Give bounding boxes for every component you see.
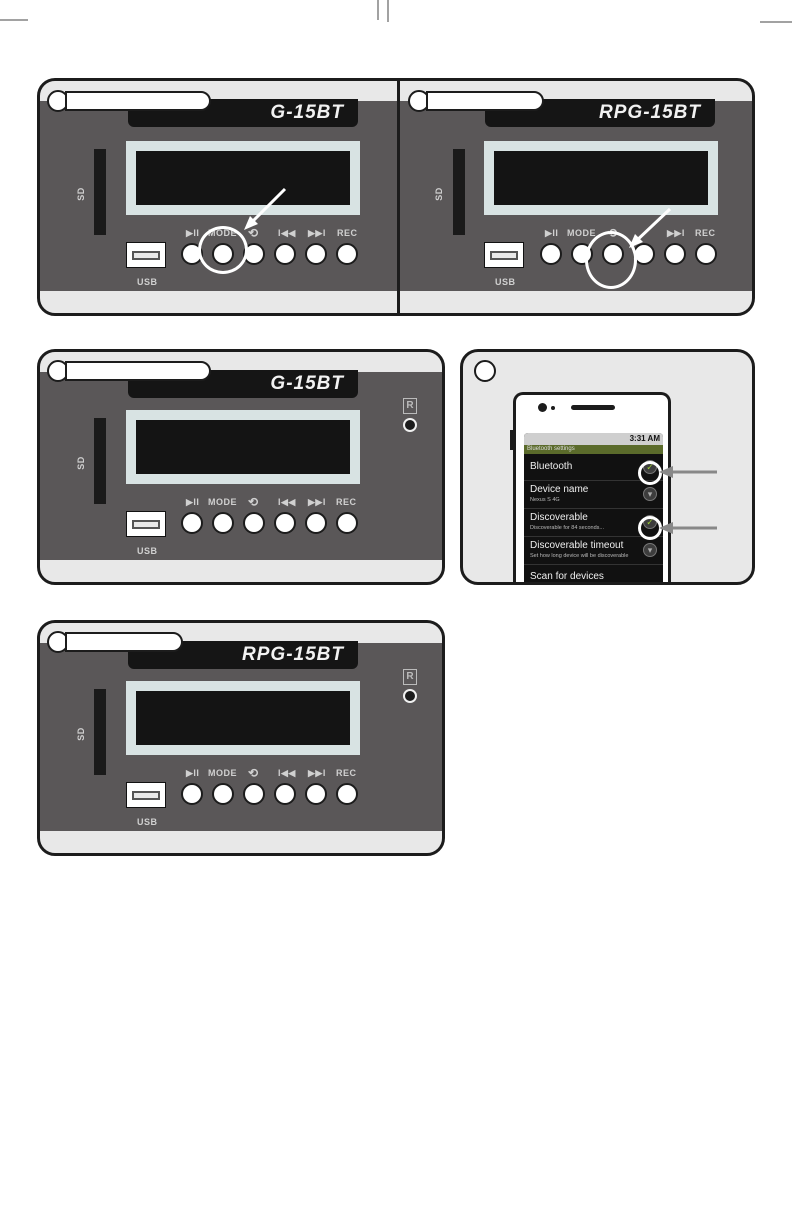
- brand-logo: RPG-15BT: [128, 641, 358, 669]
- sd-slot: [94, 689, 106, 775]
- step-badge-5: [47, 631, 183, 653]
- next-button[interactable]: [664, 243, 686, 265]
- brand-logo: RPG-15BT: [485, 99, 715, 127]
- lcd-display: [126, 681, 360, 755]
- label-play-pause: ▶II: [186, 497, 200, 507]
- label-play-pause: ▶II: [186, 768, 200, 778]
- next-button[interactable]: [305, 243, 327, 265]
- phone-side-button: [510, 430, 513, 450]
- chevron-down-icon[interactable]: ▾: [643, 487, 657, 501]
- label-prev: I◀◀: [278, 497, 296, 507]
- prev-button[interactable]: [274, 783, 296, 805]
- label-repeat: ⟲: [248, 495, 259, 509]
- smartphone: 3:31 AM Bluetooth settings Bluetooth ✓ D…: [513, 392, 671, 582]
- prev-button[interactable]: [274, 512, 296, 534]
- lcd-display: [484, 141, 718, 215]
- label-prev: I◀◀: [278, 228, 296, 238]
- setting-row-scan[interactable]: Scan for devices: [530, 571, 604, 582]
- ir-sensor-dot: [403, 418, 417, 432]
- step-badge-4: [474, 360, 496, 382]
- highlight-repeat-button: [585, 231, 637, 289]
- usb-port-icon: [126, 511, 166, 537]
- label-repeat: ⟲: [248, 766, 259, 780]
- trim-mark: [0, 0, 792, 23]
- mode-button[interactable]: [212, 512, 234, 534]
- label-rec: REC: [695, 228, 716, 238]
- ir-sensor-dot: [403, 689, 417, 703]
- arrow-icon: [659, 522, 717, 534]
- label-repeat: ⟲: [248, 226, 259, 240]
- next-button[interactable]: [305, 512, 327, 534]
- rec-button[interactable]: [336, 783, 358, 805]
- label-next: ▶▶I: [308, 228, 326, 238]
- panel-step-1-2: G-15BT SD ▶II MODE ⟲ I◀◀ ▶▶I REC USB RPG…: [37, 78, 755, 316]
- label-play-pause: ▶II: [545, 228, 559, 238]
- rec-button[interactable]: [695, 243, 717, 265]
- label-next: ▶▶I: [308, 768, 326, 778]
- rec-button[interactable]: [336, 512, 358, 534]
- highlight-mode-button: [198, 226, 248, 274]
- step-badge-2: [408, 90, 544, 112]
- label-mode: MODE: [208, 768, 237, 778]
- arrow-icon: [659, 466, 717, 478]
- panel-divider: [397, 81, 400, 313]
- speaker-grille: [571, 405, 615, 410]
- highlight-bluetooth-check: [638, 461, 662, 485]
- repeat-button[interactable]: [243, 783, 265, 805]
- panel-step-4: 3:31 AM Bluetooth settings Bluetooth ✓ D…: [460, 349, 755, 585]
- lcd-display: [126, 410, 360, 484]
- step-badge-3: [47, 360, 211, 382]
- settings-title: Bluetooth settings: [524, 445, 663, 454]
- sd-slot: [94, 149, 106, 235]
- ir-sensor-icon: R: [403, 669, 417, 685]
- mode-button[interactable]: [212, 783, 234, 805]
- play-pause-button[interactable]: [181, 512, 203, 534]
- usb-port-icon: [484, 242, 524, 268]
- arrow-icon: [244, 187, 287, 230]
- play-pause-button[interactable]: [181, 783, 203, 805]
- sd-slot: [94, 418, 106, 504]
- lcd-display: [126, 141, 360, 215]
- label-prev: I◀◀: [278, 768, 296, 778]
- panel-step-3: G-15BT SD R ▶II MODE ⟲ I◀◀ ▶▶I REC USB: [37, 349, 445, 585]
- label-next: ▶▶I: [308, 497, 326, 507]
- sd-label: SD: [75, 456, 86, 470]
- usb-label: USB: [495, 277, 516, 287]
- arrow-icon: [629, 207, 672, 248]
- setting-row-device-name[interactable]: Device name Nexus S 4G ▾: [524, 481, 663, 509]
- sd-label: SD: [75, 727, 86, 741]
- phone-screen: 3:31 AM Bluetooth settings Bluetooth ✓ D…: [524, 433, 663, 582]
- camera-dot-small: [551, 406, 555, 410]
- step-badge-1: [47, 90, 211, 112]
- rec-button[interactable]: [336, 243, 358, 265]
- chevron-down-icon[interactable]: ▾: [643, 543, 657, 557]
- sd-label: SD: [433, 187, 444, 201]
- label-next: ▶▶I: [667, 228, 685, 238]
- panel-step-5: RPG-15BT SD R ▶II MODE ⟲ I◀◀ ▶▶I REC USB: [37, 620, 445, 856]
- repeat-button[interactable]: [243, 512, 265, 534]
- usb-port-icon: [126, 242, 166, 268]
- status-bar: 3:31 AM: [524, 433, 663, 445]
- ir-sensor-icon: R: [403, 398, 417, 414]
- next-button[interactable]: [305, 783, 327, 805]
- usb-label: USB: [137, 546, 158, 556]
- prev-button[interactable]: [274, 243, 296, 265]
- label-rec: REC: [337, 228, 358, 238]
- label-mode: MODE: [208, 497, 237, 507]
- usb-label: USB: [137, 277, 158, 287]
- label-mode: MODE: [567, 228, 596, 238]
- setting-row-discoverable-timeout[interactable]: Discoverable timeout Set how long device…: [524, 537, 663, 565]
- camera-dot: [538, 403, 547, 412]
- usb-label: USB: [137, 817, 158, 827]
- label-rec: REC: [336, 768, 357, 778]
- sd-label: SD: [75, 187, 86, 201]
- usb-port-icon: [126, 782, 166, 808]
- label-rec: REC: [336, 497, 357, 507]
- sd-slot: [453, 149, 465, 235]
- play-pause-button[interactable]: [540, 243, 562, 265]
- label-play-pause: ▶II: [186, 228, 200, 238]
